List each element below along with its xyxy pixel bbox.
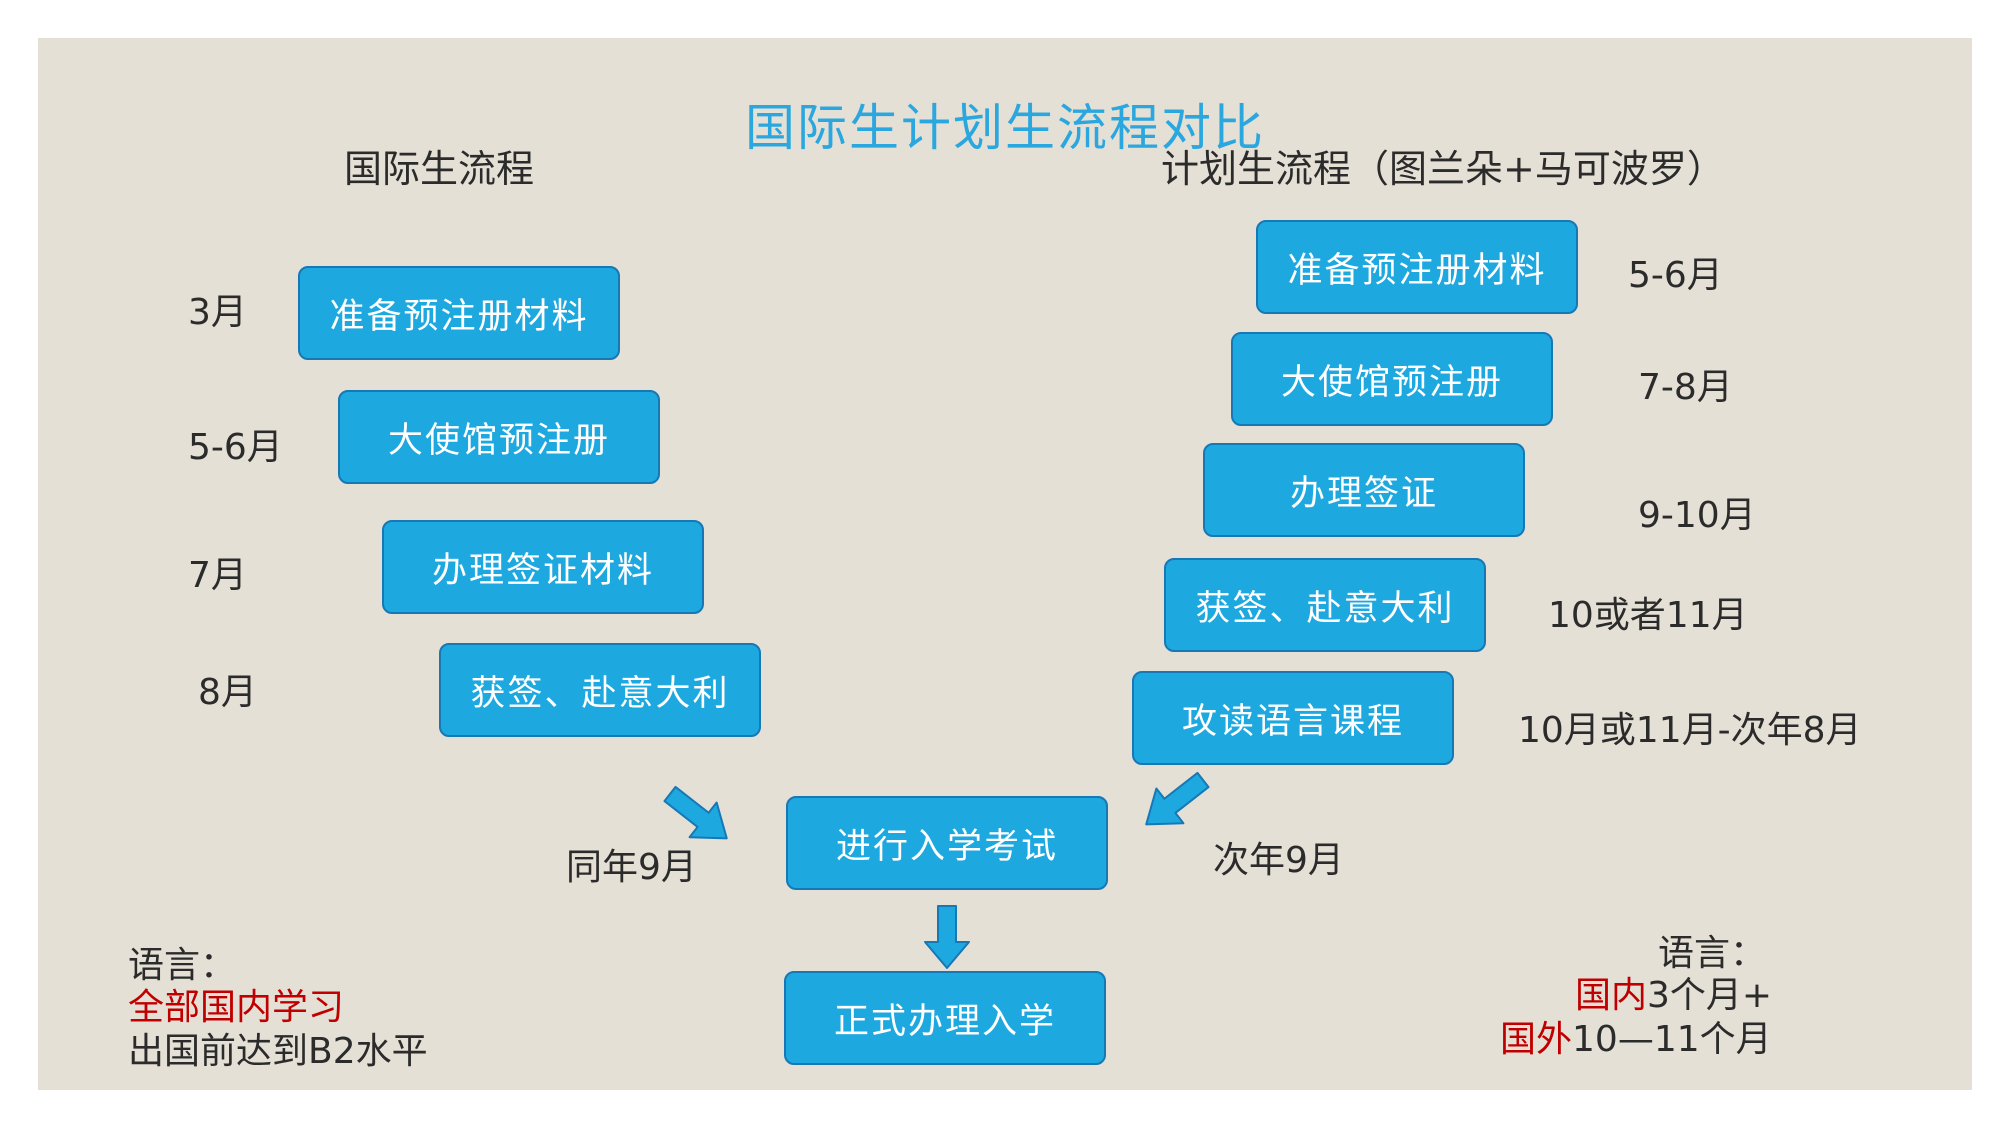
flow-arrows (663, 771, 1210, 969)
enroll-step: 正式办理入学 (784, 971, 1106, 1065)
exam-step: 进行入学考试 (786, 796, 1108, 890)
right-month-3: 9-10月 (1638, 495, 1756, 536)
right-language-line-1-highlight: 国内 (1575, 975, 1648, 1016)
left-language-highlight: 全部国内学习 (128, 987, 345, 1028)
right-heading: 计划生流程（图兰朵+马可波罗） (1161, 147, 1725, 191)
right-step-5: 攻读语言课程 (1132, 671, 1454, 765)
arrow-down-icon (924, 905, 970, 969)
left-language-detail: 出国前达到B2水平 (128, 1031, 428, 1072)
right-language-line-1-rest: 3个月+ (1647, 975, 1773, 1016)
left-month-4: 8月 (198, 672, 257, 713)
right-month-4: 10或者11月 (1548, 595, 1748, 636)
left-language-label: 语言： (128, 945, 237, 986)
right-month-5: 10月或11月-次年8月 (1518, 710, 1862, 751)
arrow-down-right-icon (663, 785, 728, 840)
arrow-down-left-icon (1145, 771, 1210, 826)
right-language-label: 语言： (1658, 933, 1767, 974)
right-language-line-2-rest: 10—11个月 (1572, 1019, 1772, 1060)
left-month-3: 7月 (188, 555, 247, 596)
right-language-line-2-highlight: 国外 (1500, 1019, 1573, 1060)
right-month-2: 7-8月 (1638, 367, 1733, 408)
left-step-3: 办理签证材料 (382, 520, 704, 614)
left-heading: 国际生流程 (344, 147, 535, 191)
right-step-1: 准备预注册材料 (1256, 220, 1578, 314)
right-month-1: 5-6月 (1628, 255, 1723, 296)
left-step-1: 准备预注册材料 (298, 266, 620, 360)
left-step-4: 获签、赴意大利 (439, 643, 761, 737)
right-step-2: 大使馆预注册 (1231, 332, 1553, 426)
left-month-2: 5-6月 (188, 427, 283, 468)
slide: 国际生计划生流程对比 国际生流程 3月 准备预注册材料 5-6月 大使馆预注册 … (38, 38, 1972, 1090)
left-to-exam-label: 同年9月 (566, 847, 697, 888)
right-step-4: 获签、赴意大利 (1164, 558, 1486, 652)
right-to-exam-label: 次年9月 (1213, 840, 1344, 881)
left-month-1: 3月 (188, 292, 247, 333)
page-title: 国际生计划生流程对比 (745, 99, 1265, 157)
left-step-2: 大使馆预注册 (338, 390, 660, 484)
right-language-line-1: 国内3个月+ (1575, 966, 1772, 1018)
right-language-line-2: 国外10—11个月 (1500, 1010, 1772, 1062)
right-step-3: 办理签证 (1203, 443, 1525, 537)
